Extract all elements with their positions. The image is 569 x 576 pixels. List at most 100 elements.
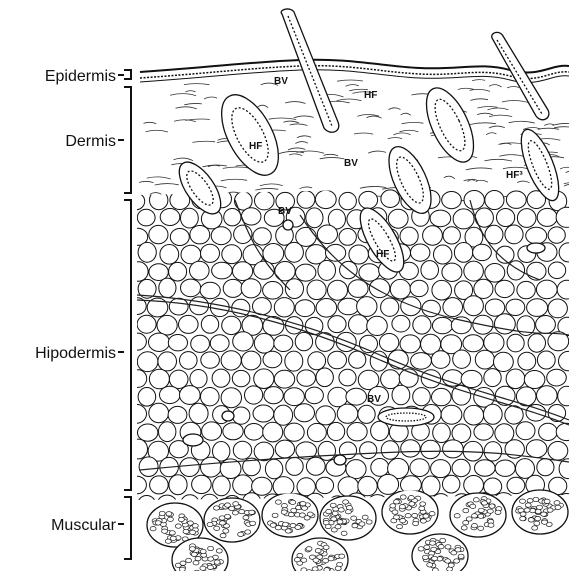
fat-cell	[390, 279, 410, 299]
fat-cell	[475, 350, 494, 369]
fat-cell	[495, 314, 516, 334]
fat-cell	[159, 422, 176, 442]
muscle-fiber	[208, 557, 214, 561]
collagen-fiber	[444, 176, 455, 178]
fat-cell	[547, 369, 567, 386]
fat-cell	[241, 279, 261, 298]
fat-cell	[285, 351, 303, 371]
fat-cell	[548, 442, 568, 461]
fat-cell	[537, 351, 555, 369]
fat-cell	[507, 334, 524, 352]
fat-cell	[253, 228, 271, 245]
fat-cell	[284, 388, 304, 406]
collagen-fiber	[345, 84, 359, 86]
fat-cell	[464, 191, 484, 210]
muscle-fiber	[409, 502, 415, 506]
fat-cell	[401, 297, 421, 316]
hair-follicle	[417, 81, 483, 169]
hipodermis-label: Hipodermis	[35, 345, 116, 362]
fat-cell	[347, 423, 367, 441]
fat-cell	[316, 299, 337, 318]
muscle-fiber	[495, 510, 501, 514]
fat-cell	[461, 370, 482, 387]
fat-cell	[443, 440, 464, 458]
layer-brackets	[118, 70, 131, 559]
fat-cell	[224, 209, 241, 226]
muscle-fiber	[326, 509, 332, 513]
collagen-fiber	[320, 157, 345, 158]
blood-vessel	[183, 434, 203, 446]
muscle-fiber	[346, 506, 352, 510]
fat-cell	[126, 404, 147, 423]
fat-cell	[358, 405, 375, 423]
fat-cell	[192, 475, 212, 493]
muscle-fiber	[220, 533, 226, 537]
muscle-fiber	[179, 567, 185, 571]
muscle-fiber	[427, 563, 433, 567]
hair-follicle	[210, 86, 290, 184]
muscle-fiber	[207, 522, 213, 526]
muscle-fiber	[335, 525, 341, 529]
fat-cell	[263, 351, 282, 368]
collagen-fiber	[288, 148, 305, 150]
fat-cell	[516, 459, 535, 479]
muscle-fiber	[419, 506, 425, 510]
muscle-fiber	[323, 521, 329, 525]
epidermis-label: Epidermis	[45, 68, 116, 85]
collagen-fiber	[470, 99, 488, 101]
fat-cell	[211, 227, 231, 245]
muscle-fiber	[478, 514, 484, 518]
muscle-fiber	[520, 499, 526, 503]
collagen-fiber	[185, 119, 210, 120]
fat-cell	[180, 352, 198, 370]
muscle-fiber	[200, 549, 206, 553]
fat-cell	[506, 369, 525, 389]
muscle-fiber	[418, 547, 424, 551]
collagen-fiber	[285, 102, 305, 104]
fat-cell	[451, 317, 471, 334]
fat-cell	[210, 335, 229, 352]
fat-cell	[485, 299, 504, 316]
fat-cell	[180, 386, 201, 405]
fat-cell	[149, 403, 169, 422]
fat-cell	[464, 405, 484, 425]
collagen-fiber	[297, 136, 311, 138]
fat-cell	[307, 280, 326, 300]
muscle-fiber	[525, 503, 531, 507]
muscle-fiber	[445, 559, 451, 563]
muscle-fiber	[207, 565, 213, 569]
fat-cell	[275, 440, 294, 458]
fat-cell	[349, 245, 369, 264]
fat-cell	[443, 370, 463, 386]
fat-cell	[367, 316, 388, 335]
fat-cell	[169, 298, 188, 315]
blood-vessel	[334, 455, 346, 465]
fat-cell	[295, 332, 312, 350]
fat-cell	[349, 351, 366, 368]
muscle-fiber	[466, 517, 472, 521]
muscle-fiber	[431, 547, 437, 551]
bv-label-epidermis: BV	[274, 76, 288, 87]
muscle-fiber	[245, 530, 251, 534]
fat-cell	[180, 458, 200, 477]
fat-cell	[484, 333, 504, 352]
collagen-fiber	[204, 97, 217, 99]
fat-cell	[432, 317, 452, 333]
collagen-fiber	[150, 193, 162, 195]
collagen-fiber	[564, 182, 569, 183]
collagen-fiber	[144, 122, 157, 123]
fat-cell	[223, 279, 243, 297]
muscle-fiber	[170, 536, 176, 540]
collagen-fiber	[489, 85, 502, 87]
muscle-fiber	[178, 517, 184, 521]
fat-cell	[464, 476, 484, 495]
fat-cell	[189, 403, 208, 423]
fat-cell	[485, 191, 504, 210]
fat-cell	[453, 350, 471, 368]
fat-cell	[221, 388, 241, 408]
collagen-fiber	[279, 151, 304, 153]
collagen-fiber	[477, 113, 493, 115]
fat-cell	[452, 459, 470, 476]
collagen-fiber	[176, 107, 197, 109]
